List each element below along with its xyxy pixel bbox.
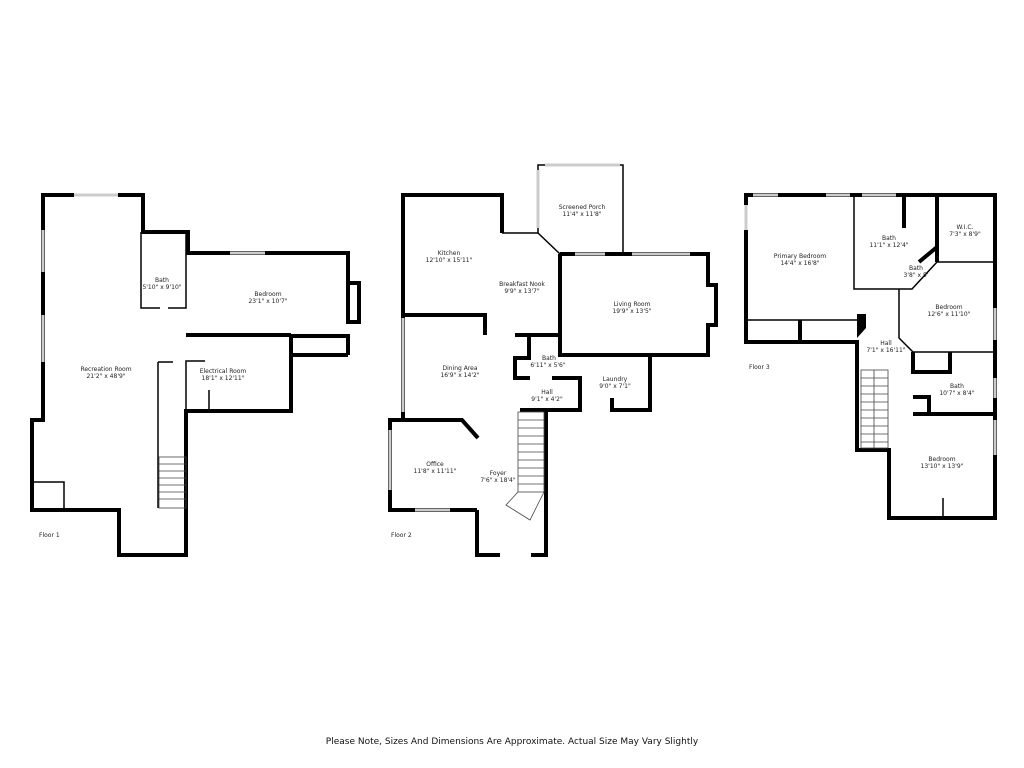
room-size: 9'1" x 4'2"	[531, 396, 563, 403]
room-name: Living Room	[614, 301, 651, 308]
stairs	[505, 411, 545, 521]
room-size: 16'9" x 14'2"	[440, 372, 479, 379]
room-name: Breakfast Nook	[499, 281, 545, 288]
room-name: Bath	[542, 355, 556, 362]
room-size: 6'11" x 5'6"	[530, 362, 566, 369]
room-name: Kitchen	[438, 250, 461, 257]
room-name: Hall	[541, 389, 553, 396]
room-name: Hall	[880, 340, 892, 347]
room-name: Bath	[909, 265, 923, 272]
room-size: 23'1" x 10'7"	[248, 298, 287, 305]
room-name: Screened Porch	[559, 204, 606, 211]
room-name: Recreation Room	[80, 366, 131, 373]
room-name: Bedroom	[254, 291, 281, 298]
room-size: 7'3" x 8'9"	[949, 231, 981, 238]
room-size: 19'9" x 13'5"	[612, 308, 651, 315]
room-size: 18'1" x 12'11"	[202, 375, 245, 382]
room-size: 14'4" x 16'8"	[780, 260, 819, 267]
room-size: 7'1" x 16'11"	[866, 347, 905, 354]
room-name: Bath	[882, 235, 896, 242]
room-name: W.I.C.	[957, 224, 974, 231]
room-size: 11'4" x 11'8"	[562, 211, 601, 218]
room-size: 11'8" x 11'11"	[414, 468, 457, 475]
room-size: 9'0" x 7'1"	[599, 383, 631, 390]
room-size: 12'6" x 11'10"	[928, 311, 971, 318]
room-name: Office	[426, 461, 444, 468]
room-name: Bedroom	[935, 304, 962, 311]
room-size: 5'10" x 9'10"	[142, 284, 181, 291]
stairs	[860, 369, 889, 449]
floor-2-plan: Screened Porch 11'4" x 11'8" Kitchen 12'…	[388, 163, 718, 557]
room-name: Bedroom	[928, 456, 955, 463]
floor-label: Floor 3	[749, 364, 770, 371]
room-name: Foyer	[490, 470, 507, 477]
room-name: Dining Area	[442, 365, 477, 372]
stairs	[158, 456, 187, 509]
room-name: Electrical Room	[200, 368, 247, 375]
room-name: Bath	[950, 383, 964, 390]
room-size: 21'2" x 48'9"	[86, 373, 125, 380]
floor-label: Floor 1	[39, 532, 60, 539]
room-size: 9'9" x 13'7"	[504, 288, 540, 295]
room-size: 10'7" x 8'4"	[939, 390, 975, 397]
room-name: Primary Bedroom	[774, 253, 826, 260]
disclaimer: Please Note, Sizes And Dimensions Are Ap…	[325, 737, 699, 747]
room-size: 11'1" x 12'4"	[869, 242, 908, 249]
room-name: Bath	[155, 277, 169, 284]
room-name: Laundry	[603, 376, 628, 383]
room-size: 7'6" x 18'4"	[480, 477, 516, 484]
room-size: 3'8" x 5'	[904, 272, 929, 279]
floor-label: Floor 2	[391, 532, 412, 539]
floor-1-plan: Bath 5'10" x 9'10" Bedroom 23'1" x 10'7"…	[30, 193, 361, 557]
room-size: 12'10" x 15'11"	[426, 257, 473, 264]
room-size: 13'10" x 13'9"	[921, 463, 964, 470]
floor-3-plan: Primary Bedroom 14'4" x 16'8" Bath 11'1"…	[744, 193, 997, 520]
